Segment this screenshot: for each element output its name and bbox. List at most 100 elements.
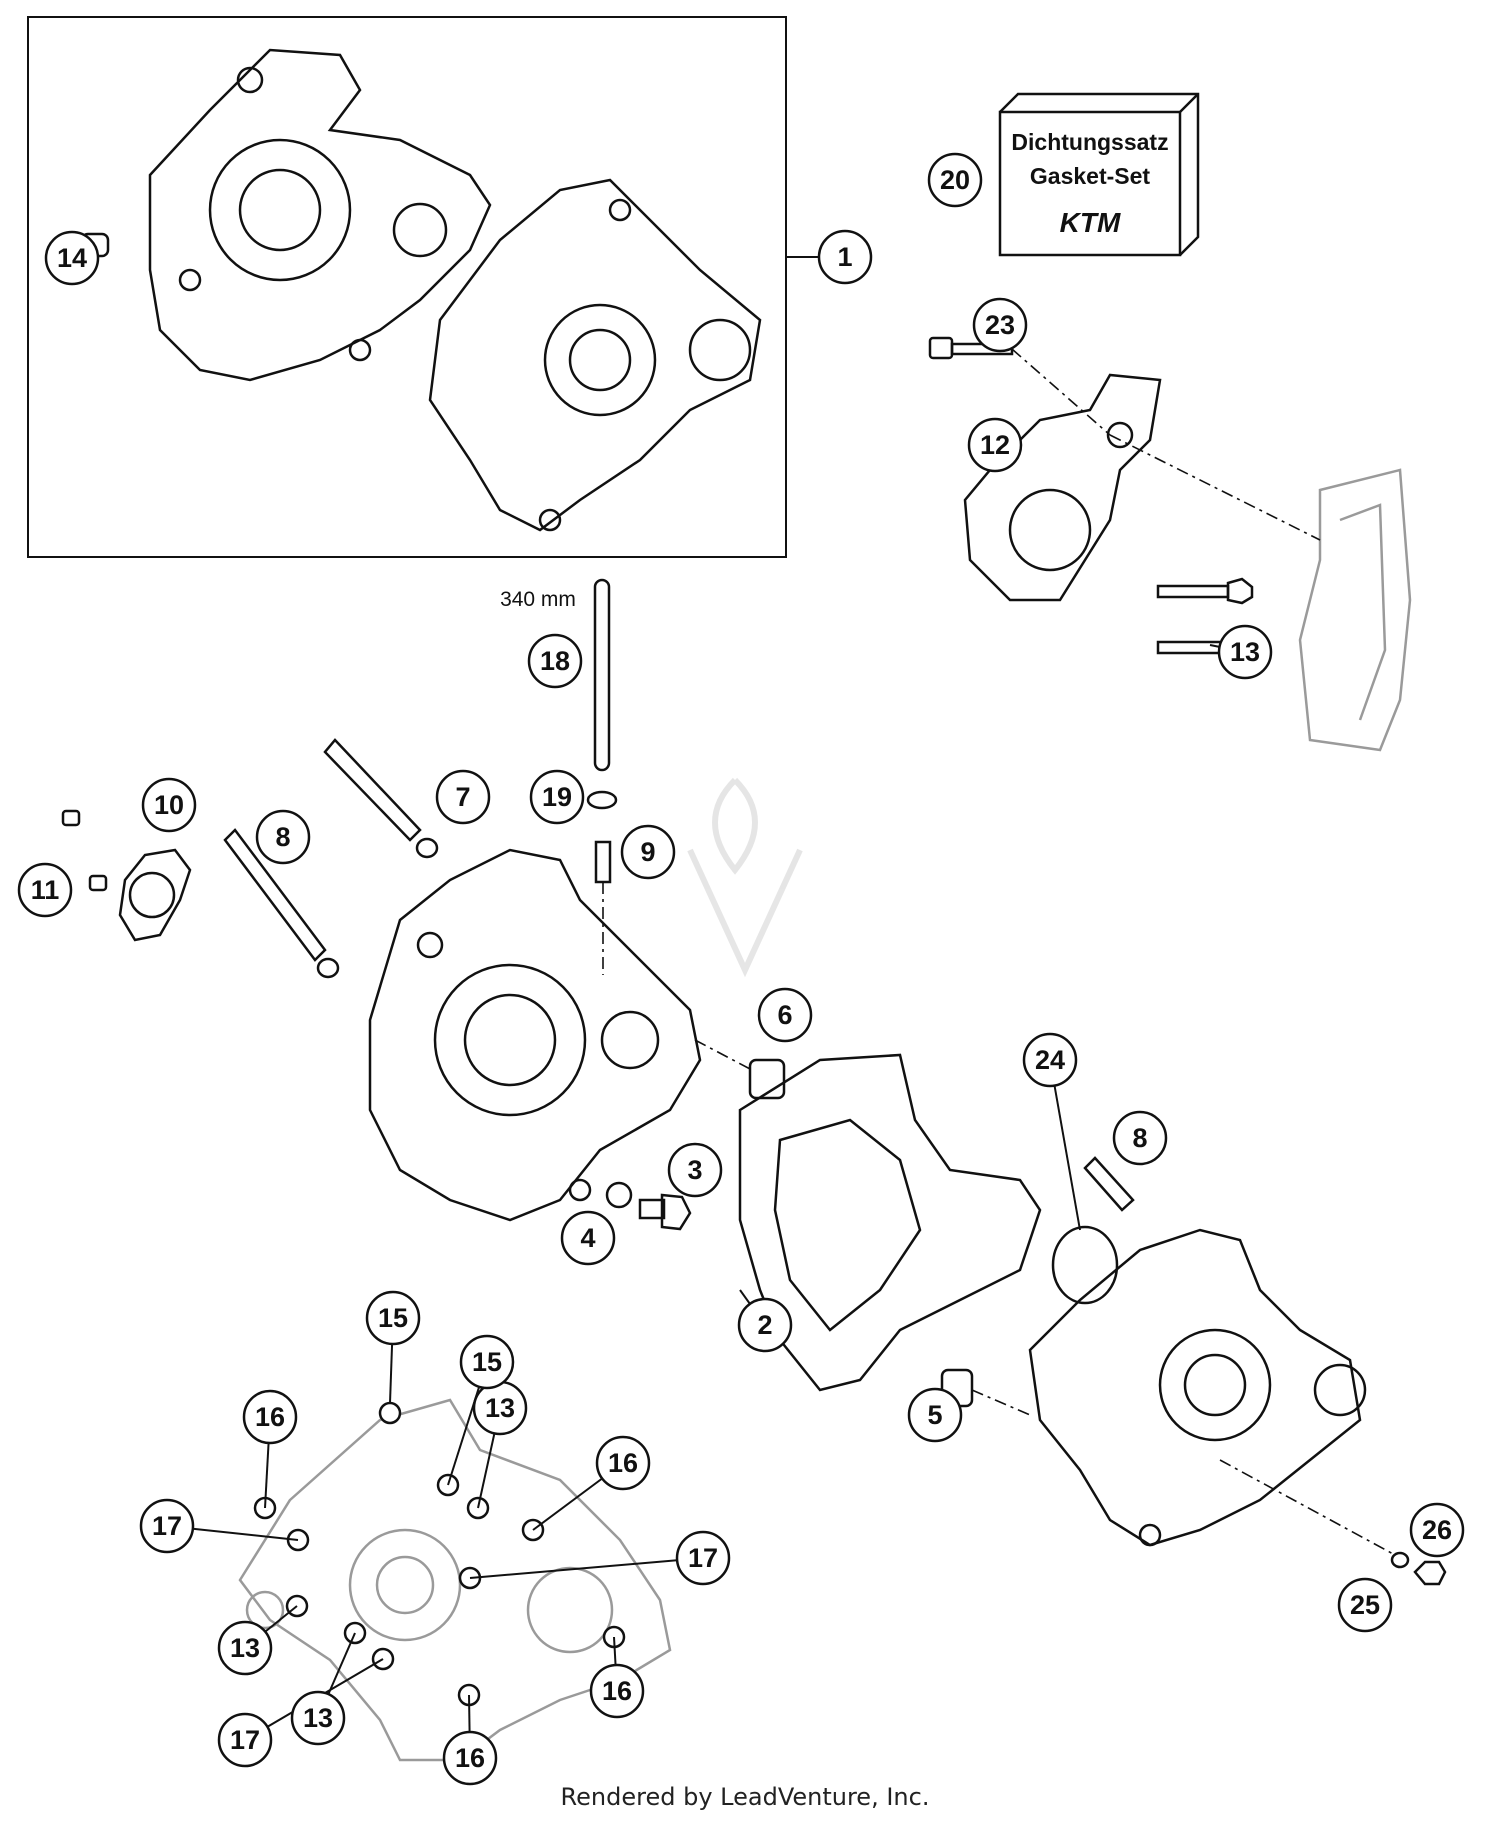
- callout-circle: [435, 769, 491, 825]
- callout-circle: [1022, 1032, 1078, 1088]
- crankcase-half-left-main: [368, 848, 702, 1222]
- fitting-9: [594, 840, 612, 884]
- callout-15: 15: [365, 1290, 421, 1346]
- gasket-10: [118, 848, 192, 942]
- callout-25: 25: [1337, 1577, 1393, 1633]
- callout-16: 16: [589, 1663, 645, 1719]
- callout-number: 2: [757, 1310, 772, 1340]
- callout-12: 12: [967, 417, 1023, 473]
- callout-circle: [667, 1142, 723, 1198]
- callout-13: 13: [1217, 624, 1273, 680]
- crankcase-half-right-top: [428, 178, 762, 532]
- callout-number: 17: [688, 1543, 718, 1573]
- callout-number: 11: [31, 875, 60, 905]
- nut-26: [1413, 1560, 1447, 1586]
- callout-number: 10: [154, 790, 184, 820]
- circlip-24: [1051, 1225, 1119, 1305]
- callout-circle: [442, 1730, 498, 1786]
- callout-number: 24: [1035, 1045, 1065, 1075]
- oil-hose-18: [593, 578, 611, 772]
- fastener-nuts: [253, 1401, 626, 1707]
- callout-number: 12: [980, 430, 1010, 460]
- callout-number: 8: [1132, 1123, 1147, 1153]
- callout-number: 17: [230, 1725, 260, 1755]
- callout-circle: [1409, 1502, 1465, 1558]
- callouts: 1234567889101112131313131415151616161617…: [17, 152, 1465, 1786]
- callout-13: 13: [472, 1380, 528, 1436]
- callout-8: 8: [1112, 1110, 1168, 1166]
- callout-number: 20: [940, 165, 970, 195]
- callout-7: 7: [435, 769, 491, 825]
- callout-number: 16: [608, 1448, 638, 1478]
- callout-16: 16: [442, 1730, 498, 1786]
- footer-credit: Rendered by LeadVenture, Inc.: [561, 1783, 930, 1811]
- callout-circle: [141, 777, 197, 833]
- dowel-sleeve-8-left: [223, 828, 340, 979]
- callout-circle: [242, 1389, 298, 1445]
- frame-rail-reference: [1298, 468, 1412, 752]
- callout-number: 8: [275, 822, 290, 852]
- callout-number: 16: [255, 1402, 285, 1432]
- callout-circle: [1337, 1577, 1393, 1633]
- callout-number: 3: [687, 1155, 702, 1185]
- callout-circle: [1217, 624, 1273, 680]
- callout-number: 4: [580, 1223, 595, 1253]
- callout-number: 13: [1230, 637, 1260, 667]
- callout-number: 13: [303, 1703, 333, 1733]
- callout-circle: [365, 1290, 421, 1346]
- callout-16: 16: [595, 1435, 651, 1491]
- callout-circle: [967, 417, 1023, 473]
- drain-plug-3: [638, 1193, 692, 1231]
- callout-circle: [459, 1334, 515, 1390]
- callout-11: 11: [17, 862, 73, 918]
- callout-circle: [737, 1297, 793, 1353]
- seal-ring-4: [605, 1181, 633, 1209]
- leader-line: [469, 1557, 704, 1579]
- cover-part-12: [963, 373, 1162, 602]
- callout-17: 17: [139, 1498, 195, 1554]
- callout-circle: [972, 297, 1028, 353]
- screws-11: [61, 809, 108, 892]
- hose-clamp-19: [586, 790, 618, 810]
- callout-number: 17: [152, 1511, 182, 1541]
- callout-23: 23: [972, 297, 1028, 353]
- callout-10: 10: [141, 777, 197, 833]
- callout-24: 24: [1022, 1032, 1078, 1088]
- callout-circle: [620, 824, 676, 880]
- assembly-line-6: [694, 1039, 753, 1071]
- callout-number: 15: [378, 1303, 408, 1333]
- callout-4: 4: [560, 1210, 616, 1266]
- ktm-logo: KTM: [1060, 207, 1121, 238]
- callout-number: 23: [985, 310, 1015, 340]
- callout-18: 18: [527, 633, 583, 689]
- callout-circle: [527, 633, 583, 689]
- callout-circle: [255, 809, 311, 865]
- callout-number: 19: [542, 782, 572, 812]
- callout-number: 25: [1350, 1590, 1380, 1620]
- callout-number: 13: [230, 1633, 260, 1663]
- callout-20: 20: [927, 152, 983, 208]
- callout-circle: [907, 1387, 963, 1443]
- callout-17: 17: [675, 1530, 731, 1586]
- callout-5: 5: [907, 1387, 963, 1443]
- callout-number: 26: [1422, 1515, 1452, 1545]
- watermark-logo: [687, 777, 803, 978]
- callout-circle: [595, 1435, 651, 1491]
- callout-number: 7: [455, 782, 470, 812]
- dowel-sleeve-7: [323, 738, 439, 859]
- callout-17: 17: [217, 1712, 273, 1768]
- callout-number: 18: [540, 646, 570, 676]
- callout-circle: [675, 1530, 731, 1586]
- callout-number: 14: [57, 243, 87, 273]
- gasket-set-line2: Gasket-Set: [1030, 163, 1151, 189]
- callout-16: 16: [242, 1389, 298, 1445]
- callout-circle: [17, 862, 73, 918]
- callout-number: 1: [837, 242, 852, 272]
- callout-1: 1: [817, 229, 873, 285]
- dimension-label-18: 340 mm: [500, 588, 576, 611]
- callout-circle: [757, 987, 813, 1043]
- callout-19: 19: [529, 769, 585, 825]
- crankcase-kit-frame: [27, 16, 787, 558]
- callout-circle: [290, 1690, 346, 1746]
- leader-line: [1049, 1059, 1081, 1231]
